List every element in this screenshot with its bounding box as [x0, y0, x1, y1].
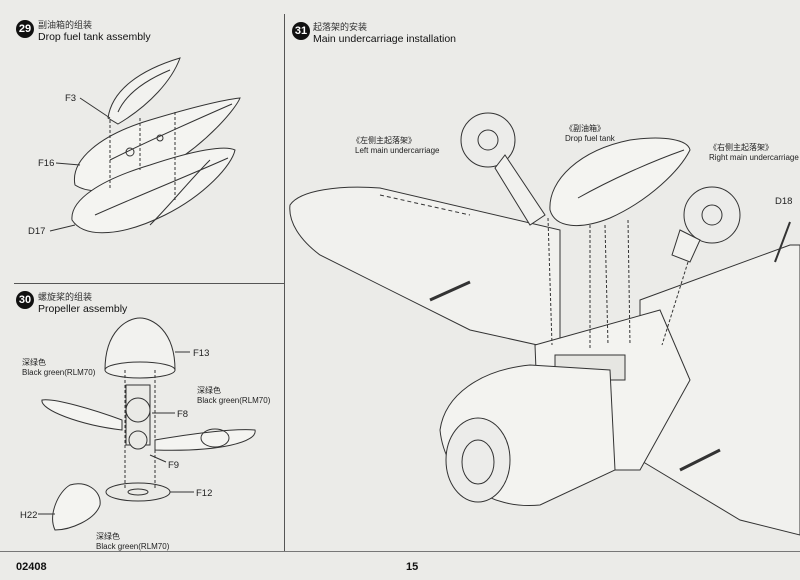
drop-tank-guide-lines	[109, 112, 176, 200]
paint-callout-2-en: Black green(RLM70)	[197, 396, 271, 405]
step-31-number: 31	[292, 22, 310, 40]
part-label-f16: F16	[38, 158, 55, 169]
left-undercarriage-label-en: Left main undercarriage	[355, 146, 440, 155]
left-gun-drawing	[429, 280, 471, 302]
paint-callout-3-cn: 深绿色	[96, 532, 120, 541]
hub-drawing	[125, 384, 151, 450]
step-29-title-en: Drop fuel tank assembly	[38, 31, 151, 43]
paint-callout-2-cn: 深绿色	[197, 386, 221, 395]
right-undercarriage-label-en: Right main undercarriage	[709, 153, 799, 162]
spinner-drawing	[104, 317, 176, 379]
left-undercarriage-label-cn: 《左侧主起落架》	[352, 136, 416, 145]
backplate-drawing	[105, 482, 171, 502]
part-label-d17: D17	[28, 226, 46, 237]
part-label-d18: D18	[775, 196, 793, 207]
left-undercarriage-drawing	[460, 112, 546, 226]
propeller-guide-lines	[124, 370, 156, 490]
undercarriage-guide-lines	[547, 217, 689, 350]
drop-tank-fitted-drawing	[549, 137, 691, 227]
drop-tank-label-en: Drop fuel tank	[565, 134, 615, 143]
product-code: 02408	[16, 561, 47, 573]
part-label-f9: F9	[168, 460, 180, 471]
paint-callout-1-en: Black green(RLM70)	[22, 368, 96, 377]
leader-f3	[79, 97, 111, 119]
part-label-f3: F3	[65, 93, 77, 104]
drop-tank-label-cn: 《副油箱》	[565, 124, 605, 133]
drop-tank-cover-drawing	[107, 57, 181, 125]
right-gun-drawing	[679, 448, 721, 472]
d18-antenna-drawing	[774, 221, 791, 263]
part-label-f12: F12	[196, 488, 213, 499]
step-30-number: 30	[16, 291, 34, 309]
step-29-title-cn: 副油箱的组装	[38, 20, 93, 30]
panel-divider-horizontal	[14, 283, 284, 284]
page-number: 15	[406, 561, 419, 573]
right-undercarriage-drawing	[671, 186, 741, 263]
engine-nacelle-drawing	[439, 364, 616, 507]
paint-callout-1-cn: 深绿色	[22, 358, 46, 367]
part-label-f13: F13	[193, 348, 210, 359]
leader-d17	[49, 224, 76, 232]
paint-callout-3-en: Black green(RLM70)	[96, 542, 170, 551]
step-30-title-cn: 螺旋桨的组装	[38, 292, 93, 302]
step-31-title-cn: 起落架的安装	[313, 22, 368, 32]
step-30-title-en: Propeller assembly	[38, 303, 128, 315]
step-29-number: 29	[16, 20, 34, 38]
leader-f9	[149, 454, 167, 463]
leader-f16	[55, 162, 81, 166]
left-wing-drawing	[289, 186, 561, 351]
blade-separate-drawing	[52, 483, 101, 531]
drop-tank-lower-drawing	[71, 147, 236, 234]
part-label-h22: H22	[20, 510, 38, 521]
panel-divider-vertical	[284, 14, 285, 552]
step-31-title-en: Main undercarriage installation	[313, 33, 456, 45]
footer-divider	[0, 551, 800, 552]
blade-right-drawing	[154, 428, 256, 451]
part-label-f8: F8	[177, 409, 189, 420]
blade-left-drawing	[41, 399, 123, 431]
right-undercarriage-label-cn: 《右侧主起落架》	[709, 143, 773, 152]
